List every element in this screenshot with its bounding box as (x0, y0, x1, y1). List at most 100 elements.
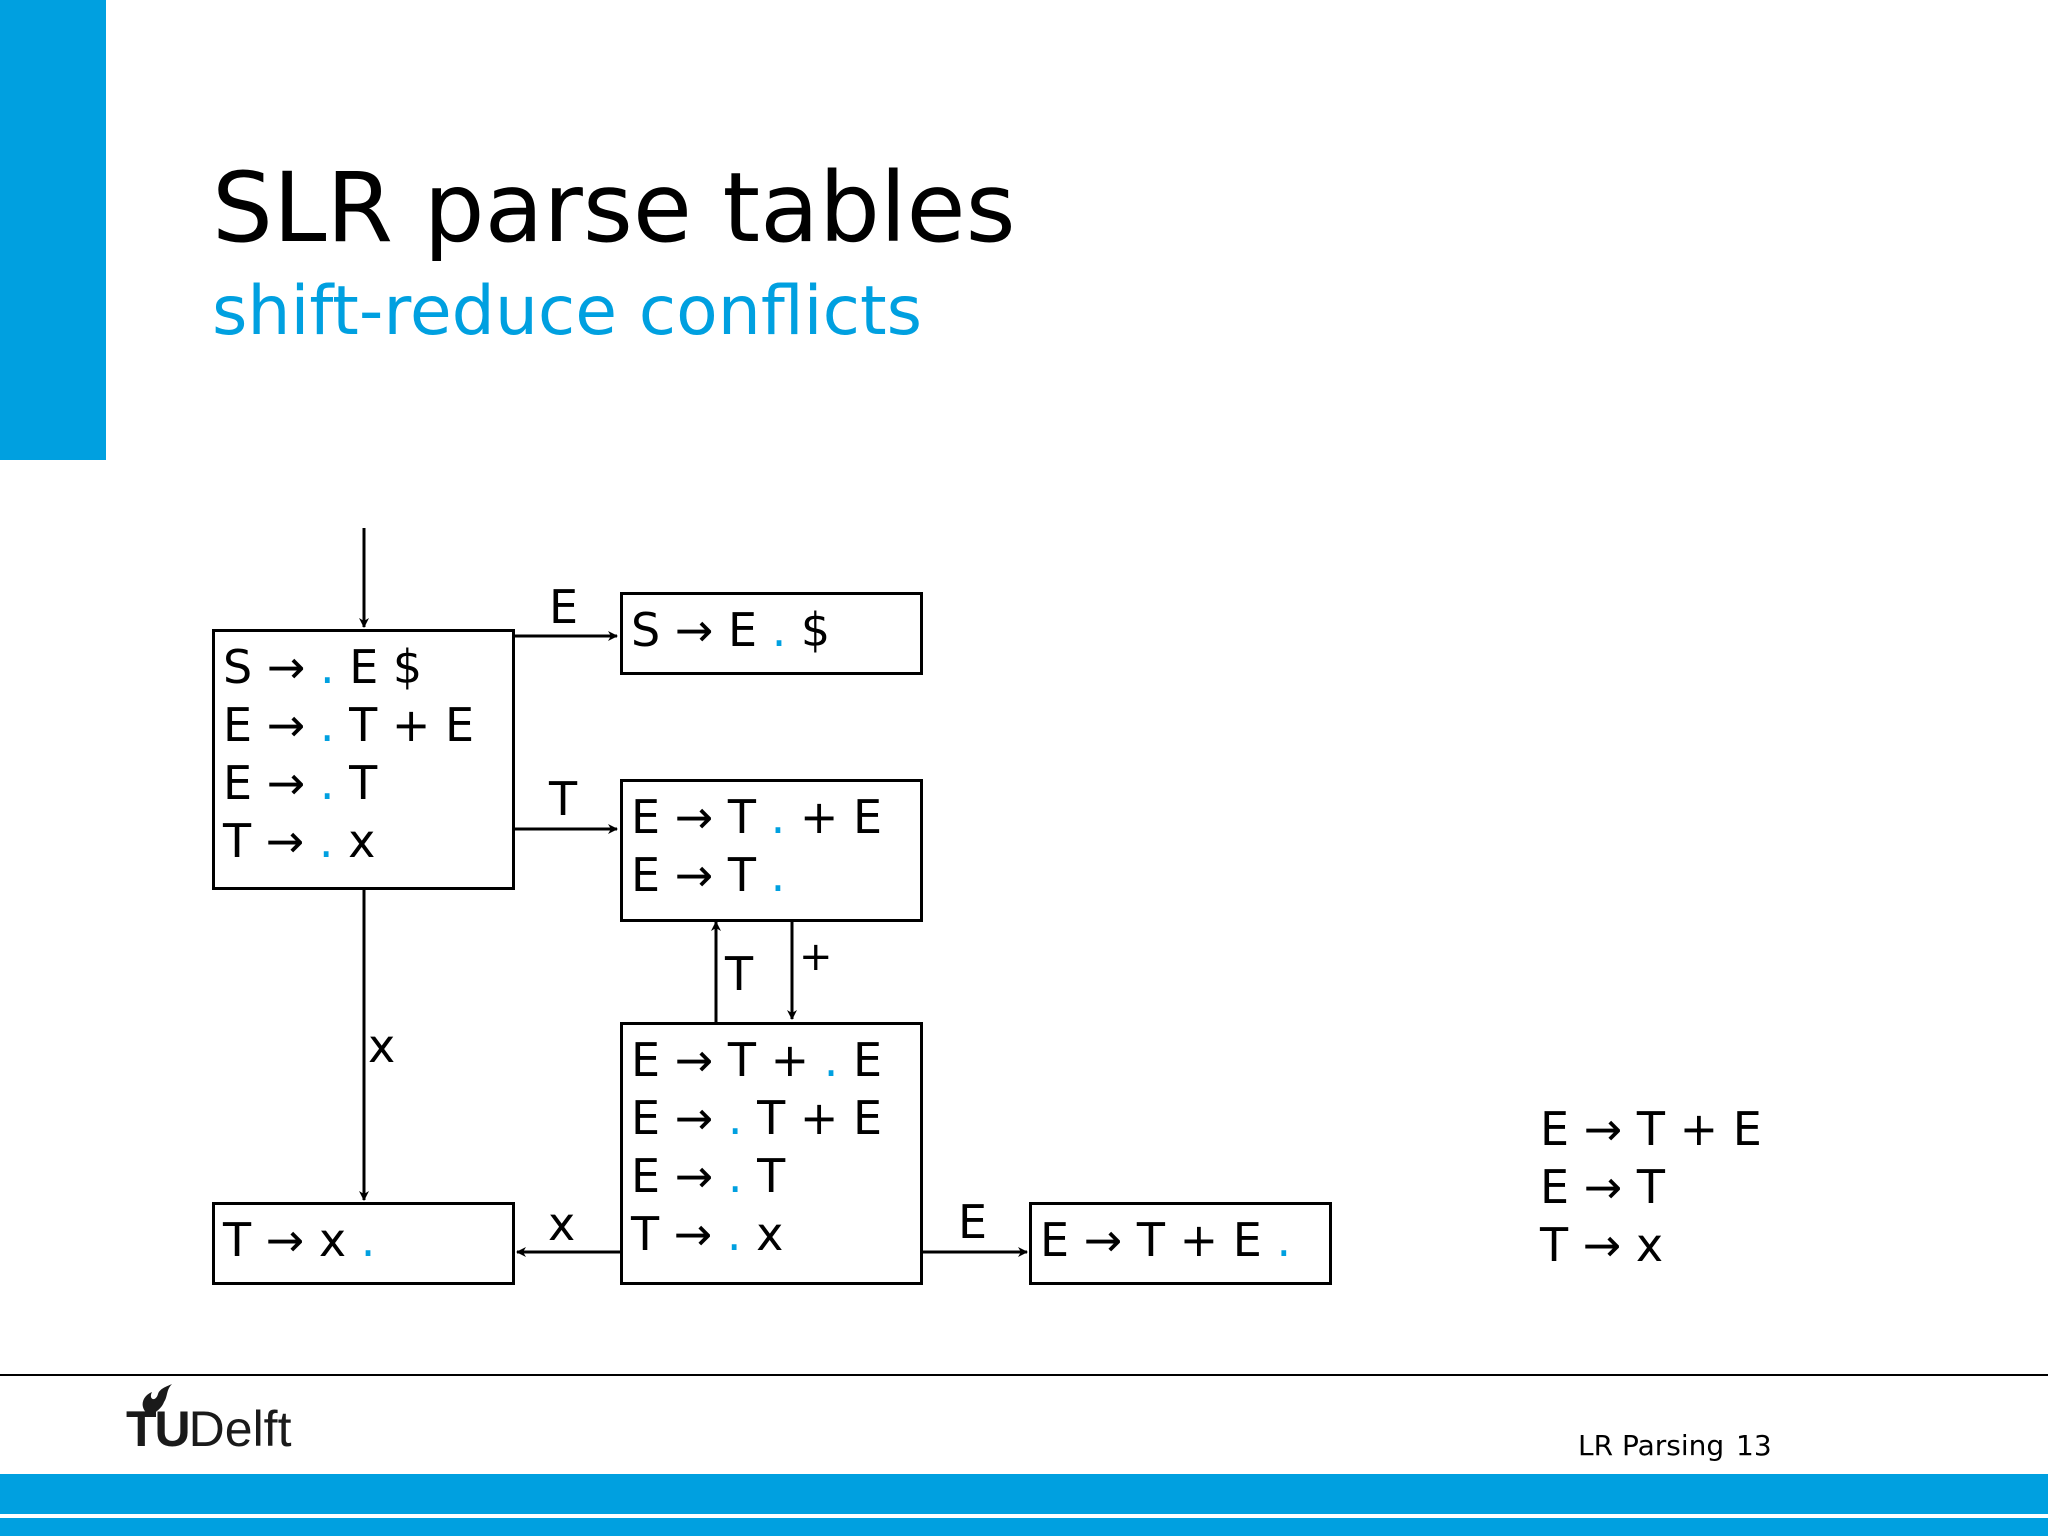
footer-page-number: 13 (1736, 1429, 1772, 1462)
grammar-rule: T → x (1540, 1216, 1762, 1274)
item-lhs: T (631, 1207, 674, 1261)
item-after-dot: E (838, 1033, 883, 1087)
grammar-rule: E → T (1540, 1158, 1762, 1216)
arrow-icon: → (673, 1207, 727, 1261)
item-after-dot: $ (786, 603, 831, 657)
bottom-bar (0, 1474, 2048, 1514)
lr-item: E → . T + E (631, 1089, 920, 1147)
footer-rule (0, 1374, 2048, 1376)
arrow-icon: → (1583, 1160, 1637, 1214)
item-dot: . (770, 790, 786, 844)
rule-rhs: T (1636, 1160, 1665, 1214)
accent-block (0, 0, 106, 460)
arrow-icon: → (265, 814, 319, 868)
item-dot: . (319, 756, 335, 810)
edge-label-state2-state3: + (799, 934, 833, 980)
edge-label-state0-state1: E (549, 580, 579, 634)
item-after-dot: x (333, 814, 376, 868)
item-dot: . (320, 640, 335, 694)
item-lhs: E (1040, 1213, 1084, 1267)
lr-item: E → T + E . (1040, 1211, 1329, 1269)
item-dot: . (360, 1213, 376, 1267)
arrow-icon: → (1582, 1218, 1636, 1272)
item-before-dot: T + (727, 1033, 824, 1087)
item-dot: . (727, 1149, 743, 1203)
edge-label-state3-state4: x (548, 1197, 576, 1251)
state-5: E → T + E . (1029, 1202, 1332, 1285)
arrow-icon: → (266, 698, 320, 752)
item-dot: . (770, 848, 786, 902)
edge-label-state3-state5: E (958, 1195, 988, 1249)
item-lhs: E (631, 1033, 675, 1087)
arrow-icon: → (674, 1033, 728, 1087)
item-dot: . (318, 814, 334, 868)
item-lhs: T (223, 1213, 266, 1267)
lr-item: T → x . (223, 1211, 512, 1269)
item-dot: . (727, 1091, 743, 1145)
item-after-dot: x (741, 1207, 784, 1261)
arrow-icon: → (1583, 1102, 1637, 1156)
edge-label-state0-state4: x (368, 1019, 396, 1073)
item-dot: . (726, 1207, 742, 1261)
item-lhs: E (631, 848, 675, 902)
item-after-dot: T + E (334, 698, 475, 752)
slide-subtitle: shift-reduce conflicts (212, 272, 923, 351)
lr-item: E → T . (631, 846, 920, 904)
item-after-dot: T (742, 1149, 786, 1203)
slide-title: SLR parse tables (212, 152, 1016, 264)
tu-delft-logo: TUDelft (126, 1382, 336, 1466)
item-after-dot: T + E (742, 1091, 883, 1145)
item-after-dot: + E (785, 790, 883, 844)
rule-rhs: T + E (1636, 1102, 1762, 1156)
item-dot: . (1276, 1213, 1292, 1267)
item-after-dot: E $ (334, 640, 423, 694)
flame-icon (142, 1384, 172, 1416)
item-lhs: S (631, 603, 675, 657)
arrow-icon: → (674, 1091, 728, 1145)
item-after-dot: T (334, 756, 378, 810)
arrow-icon: → (674, 603, 728, 657)
item-lhs: E (223, 698, 267, 752)
lr-item: E → . T (631, 1147, 920, 1205)
item-dot: . (319, 698, 335, 752)
lr-item: S → . E $ (223, 638, 512, 696)
item-dot: . (823, 1033, 839, 1087)
arrow-icon: → (266, 756, 320, 810)
rule-lhs: T (1540, 1218, 1583, 1272)
edge-label-state0-state2: T (549, 772, 578, 826)
rule-lhs: E (1540, 1102, 1584, 1156)
item-lhs: E (631, 1091, 675, 1145)
item-lhs: S (223, 640, 267, 694)
item-before-dot: T (727, 848, 771, 902)
arrow-icon: → (674, 848, 728, 902)
item-before-dot: E (728, 603, 772, 657)
lr-item: E → . T (223, 754, 512, 812)
bottom-bar-lower (0, 1518, 2048, 1536)
item-dot: . (771, 603, 787, 657)
lr-item: T → . x (223, 812, 512, 870)
footer-course: LR Parsing (1578, 1429, 1725, 1462)
rule-lhs: E (1540, 1160, 1584, 1214)
lr-item: S → E . $ (631, 601, 920, 659)
item-lhs: E (631, 1149, 675, 1203)
item-lhs: T (223, 814, 266, 868)
item-before-dot: x (318, 1213, 361, 1267)
lr-item: E → . T + E (223, 696, 512, 754)
arrow-icon: → (266, 640, 320, 694)
item-before-dot: T (727, 790, 771, 844)
arrow-icon: → (674, 1149, 728, 1203)
arrow-icon: → (1083, 1213, 1137, 1267)
state-1: S → E . $ (620, 592, 923, 675)
logo-tu: TU (126, 1401, 191, 1457)
lr-item: E → T . + E (631, 788, 920, 846)
lr-item: T → . x (631, 1205, 920, 1263)
logo-delft: Delft (188, 1401, 292, 1457)
grammar-rule: E → T + E (1540, 1100, 1762, 1158)
lr-item: E → T + . E (631, 1031, 920, 1089)
rule-rhs: x (1635, 1218, 1664, 1272)
arrow-icon: → (674, 790, 728, 844)
